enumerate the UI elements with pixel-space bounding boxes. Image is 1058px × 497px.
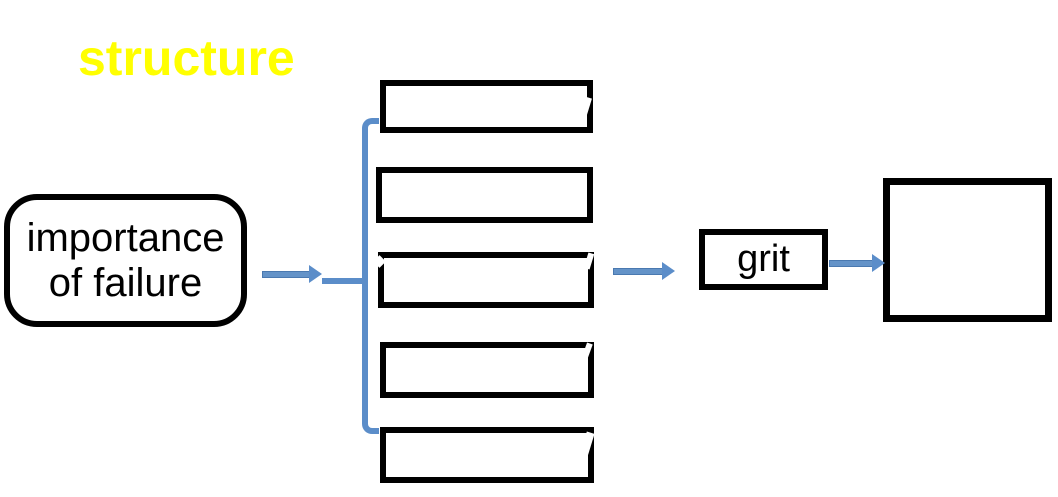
importance-node-label-line1: importance (26, 215, 225, 260)
arrow-head (872, 254, 885, 272)
connector-line-to-bracket (322, 278, 368, 284)
arrow-list-to-grit-icon (613, 262, 675, 280)
importance-node-label-line2: of failure (48, 260, 203, 305)
importance-of-failure-node: importance of failure (4, 194, 247, 327)
arrow-grit-to-result-icon (829, 254, 885, 272)
arrow-head (662, 262, 675, 280)
result-node (883, 178, 1052, 322)
list-box-5 (380, 427, 594, 483)
arrow-shaft (613, 267, 662, 275)
left-bracket-icon (362, 118, 379, 434)
grit-node-label: grit (737, 238, 790, 280)
list-box-3 (378, 252, 594, 308)
slide-title: structure (78, 30, 295, 86)
list-box-4 (380, 342, 594, 398)
arrow-importance-to-list-icon (262, 265, 322, 283)
arrow-shaft (262, 270, 309, 278)
arrow-head (309, 265, 322, 283)
list-box-2 (376, 167, 593, 223)
list-box-1 (380, 80, 593, 133)
arrow-shaft (829, 259, 872, 267)
grit-node: grit (699, 229, 828, 290)
